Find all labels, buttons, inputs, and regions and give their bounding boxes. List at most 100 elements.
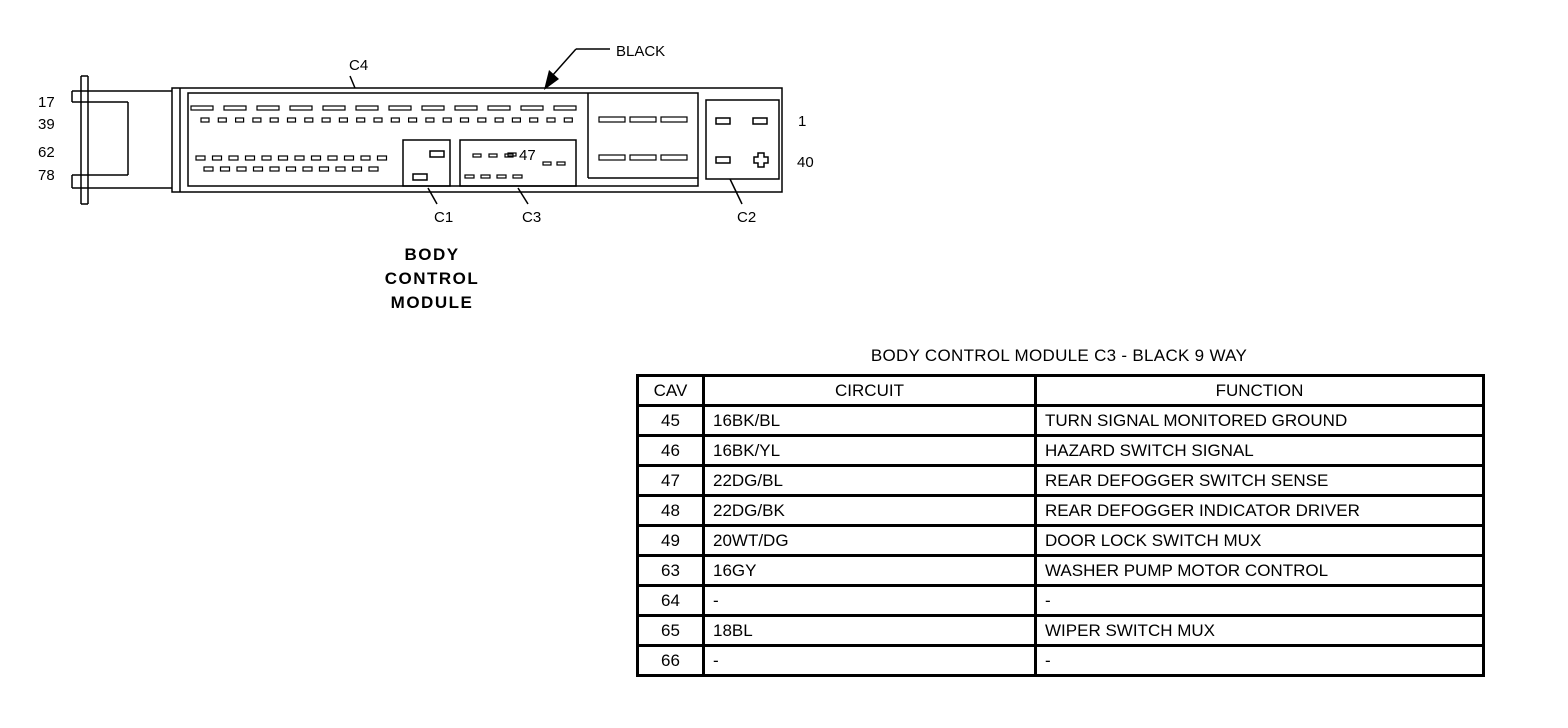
module-title-line-2: CONTROL [385,269,480,288]
pin-cavity [368,166,379,172]
pin-cavity [472,153,482,158]
pin-cavity [496,174,507,179]
pin-cavity [190,105,214,111]
pinout-table-title: BODY CONTROL MODULE C3 - BLACK 9 WAY [870,346,1248,365]
connector-diagram: BLACK C4 C1 C3 C2 17 39 62 78 1 40 47 BO… [38,43,814,312]
c2-connector-outline [705,99,780,180]
module-housing [171,87,783,193]
table-row: 66 - - [636,644,1485,677]
pin-cavity [269,117,279,123]
circuit-cell: 18BL [702,614,1037,647]
connector-color-label: BLACK [616,43,665,60]
cav-cell: 47 [636,464,705,497]
pin-cavity [235,117,245,123]
table-row: 64 - - [636,584,1485,617]
pin-cavity [529,117,539,123]
pin-cavity [373,117,383,123]
pin-cavity [660,116,688,123]
pin-cavity [219,166,231,172]
pin-cavity [355,105,379,111]
function-cell: REAR DEFOGGER INDICATOR DRIVER [1034,494,1485,527]
cav-cell: 48 [636,494,705,527]
module-title-line-1: BODY [404,245,459,264]
pin-label-47: 47 [519,147,536,164]
pin-cavity [390,117,400,123]
function-cell: DOOR LOCK SWITCH MUX [1034,524,1485,557]
pin-cavity [343,155,355,161]
pin-cavity [388,105,412,111]
circuit-cell: 20WT/DG [702,524,1037,557]
pin-cavity [629,116,657,123]
pin-cavity [304,117,314,123]
pin-cavity [563,117,573,123]
pin-cavity [553,105,577,111]
function-cell: WIPER SWITCH MUX [1034,614,1485,647]
cav-cell: 65 [636,614,705,647]
pin-cavity [408,117,418,123]
pin-label-39: 39 [38,116,55,133]
pin-cavity [477,117,487,123]
pinout-table: CAV CIRCUIT FUNCTION 45 16BK/BL TURN SIG… [636,374,1485,677]
cav-cell: 63 [636,554,705,587]
pin-cavity [442,117,452,123]
cav-cell: 64 [636,584,705,617]
pin-cavity [252,117,262,123]
pin-cavity [318,166,330,172]
circuit-cell: 16GY [702,554,1037,587]
pin-cavity [487,105,511,111]
pin-cavity [286,117,297,123]
pin-label-78: 78 [38,167,55,184]
header-cav: CAV [636,374,705,407]
pin-cavity [256,105,280,111]
pin-cavity [285,166,297,172]
pin-cavity [200,117,210,123]
table-row: 45 16BK/BL TURN SIGNAL MONITORED GROUND [636,404,1485,437]
cav-cell: 49 [636,524,705,557]
table-row: 47 22DG/BL REAR DEFOGGER SWITCH SENSE [636,464,1485,497]
pin-cavity [546,117,556,123]
pin-cavity [480,174,491,179]
pin-cavity [289,105,313,111]
function-cell: - [1034,584,1485,617]
pin-cavity [660,154,688,161]
function-cell: TURN SIGNAL MONITORED GROUND [1034,404,1485,437]
table-row: 63 16GY WASHER PUMP MOTOR CONTROL [636,554,1485,587]
function-cell: - [1034,644,1485,677]
circuit-cell: 22DG/BK [702,494,1037,527]
pin-cavity [356,117,366,123]
pin-cavity [322,105,346,111]
circuit-cell: 16BK/YL [702,434,1037,467]
pin-cavity [598,116,626,123]
function-cell: WASHER PUMP MOTOR CONTROL [1034,554,1485,587]
pin-cavity [629,154,657,161]
pin-cavity [203,166,214,172]
table-row: 49 20WT/DG DOOR LOCK SWITCH MUX [636,524,1485,557]
pin-cavity [277,155,289,161]
circuit-cell: 16BK/BL [702,404,1037,437]
function-cell: REAR DEFOGGER SWITCH SENSE [1034,464,1485,497]
function-cell: HAZARD SWITCH SIGNAL [1034,434,1485,467]
table-header-row: CAV CIRCUIT FUNCTION [636,374,1485,407]
pin-cavity [217,117,227,123]
circuit-cell: - [702,644,1037,677]
table-row: 48 22DG/BK REAR DEFOGGER INDICATOR DRIVE… [636,494,1485,527]
cav-cell: 66 [636,644,705,677]
pin-cavity [211,155,223,161]
cav-cell: 46 [636,434,705,467]
circuit-cell: 22DG/BL [702,464,1037,497]
module-title-line-3: MODULE [391,293,474,312]
pin-label-62: 62 [38,144,55,161]
pin-cavity [244,155,256,161]
pin-cavity [327,155,338,161]
pin-cavity [454,105,478,111]
pin-label-17: 17 [38,94,55,111]
pin-cavity [294,155,305,161]
pin-cavity [488,153,498,158]
pin-cavity [223,105,247,111]
pin-cavity [335,166,346,172]
header-circuit: CIRCUIT [702,374,1037,407]
pin-cavity [321,117,331,123]
c1-connector-outline [402,139,451,187]
pin-cavity [269,166,280,172]
pin-cavity [507,152,517,157]
